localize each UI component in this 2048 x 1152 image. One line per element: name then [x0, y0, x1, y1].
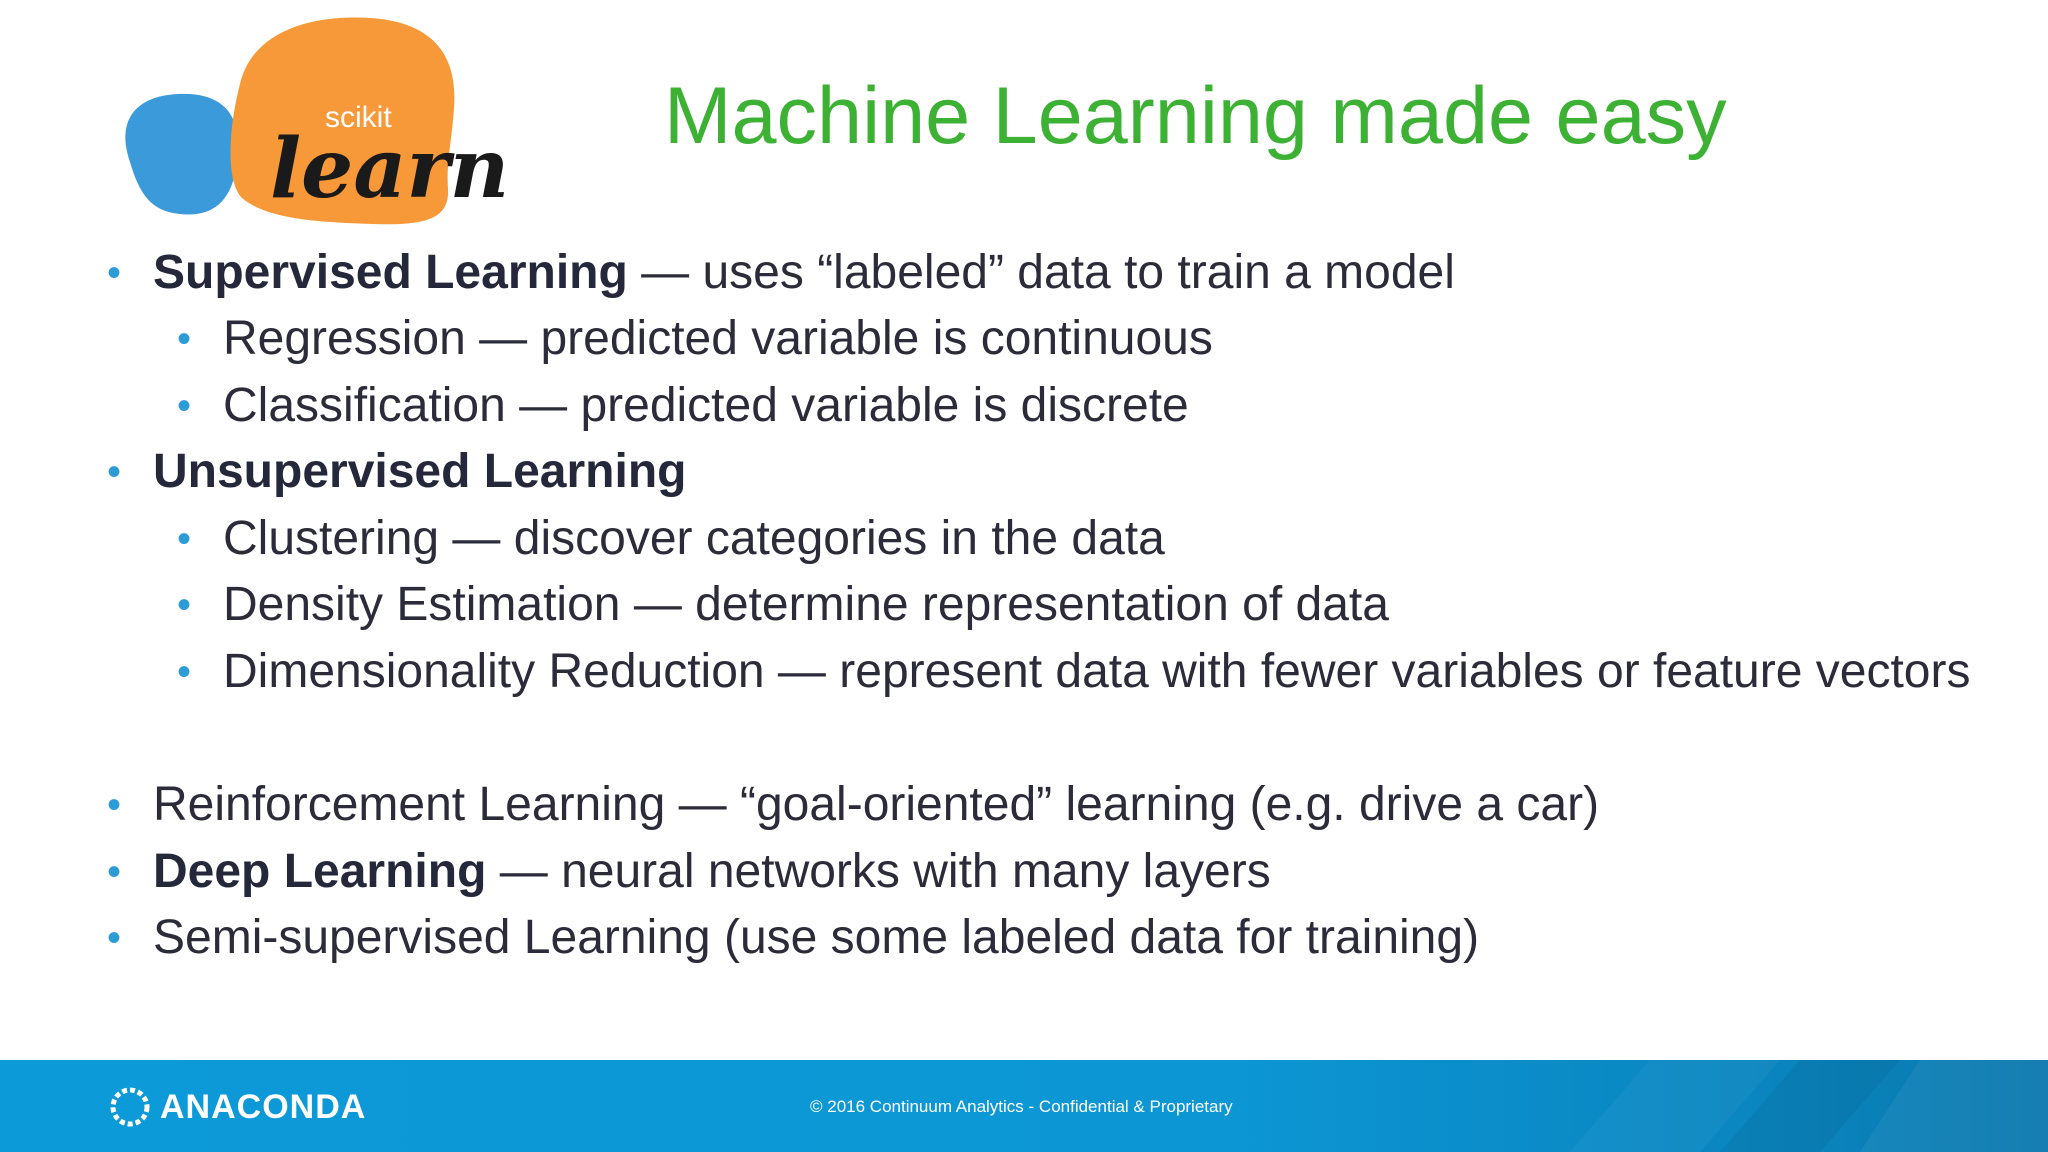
logo-small-text: scikit [325, 101, 392, 134]
bullet-dot: • [177, 517, 192, 561]
anaconda-ring-icon [110, 1087, 150, 1127]
bullet-text: Density Estimation — determine represent… [223, 578, 1389, 631]
bullet-text: — neural networks with many layers [486, 845, 1271, 898]
bullet-dot: • [177, 384, 192, 428]
bullet-list: • Supervised Learning — uses “labeled” d… [107, 243, 1971, 968]
bullet-dot: • [177, 583, 192, 627]
bullet-text: Reinforcement Learning — “goal-oriented”… [153, 778, 1600, 831]
bullet-bold-text: Deep Learning [153, 845, 487, 898]
scikit-learn-logo: scikit learn [110, 12, 510, 227]
bullet-text: Regression — predicted variable is conti… [223, 312, 1213, 365]
bullet-text: Dimensionality Reduction — represent dat… [223, 645, 1971, 698]
bullet-item: • Density Estimation — determine represe… [177, 575, 1389, 635]
bullet-dot: • [107, 450, 122, 494]
scikit-learn-logo-icon: scikit learn [125, 17, 509, 225]
bullet-bold-text: Unsupervised Learning [153, 445, 687, 498]
footer-bar: ANACONDA © 2016 Continuum Analytics - Co… [0, 1060, 2048, 1152]
slide-title: Machine Learning made easy [664, 71, 1727, 161]
bullet-bold-text: Supervised Learning [153, 246, 628, 299]
bullet-dot: • [177, 317, 192, 361]
bullet-dot: • [107, 251, 122, 295]
bullet-dot: • [177, 650, 192, 694]
bullet-item: • Supervised Learning — uses “labeled” d… [107, 243, 1455, 303]
copyright-text: © 2016 Continuum Analytics - Confidentia… [810, 1097, 1233, 1116]
bullet-item: • Semi-supervised Learning (use some lab… [107, 908, 1480, 968]
logo-big-text: learn [270, 121, 509, 217]
bullet-text: Semi-supervised Learning (use some label… [153, 911, 1480, 964]
bullet-item: • Reinforcement Learning — “goal-oriente… [107, 775, 1600, 835]
bullet-item: • Clustering — discover categories in th… [177, 509, 1165, 569]
anaconda-logo: ANACONDA [108, 1084, 366, 1130]
bullet-item: • Deep Learning — neural networks with m… [107, 842, 1271, 902]
footer-pattern [1570, 1060, 2048, 1152]
bullet-text: Clustering — discover categories in the … [223, 512, 1165, 565]
bullet-item: • Regression — predicted variable is con… [177, 309, 1213, 369]
bullet-text: Classification — predicted variable is d… [223, 379, 1189, 432]
bullet-dot: • [107, 783, 122, 827]
anaconda-brand-text: ANACONDA [160, 1088, 367, 1126]
bullet-dot: • [107, 916, 122, 960]
bullet-item: • Unsupervised Learning [107, 442, 687, 502]
bullet-dot: • [107, 850, 122, 894]
bullet-text: — uses “labeled” data to train a model [627, 246, 1455, 299]
bullet-item: • Dimensionality Reduction — represent d… [177, 642, 1971, 702]
bullet-item: • Classification — predicted variable is… [177, 376, 1189, 436]
